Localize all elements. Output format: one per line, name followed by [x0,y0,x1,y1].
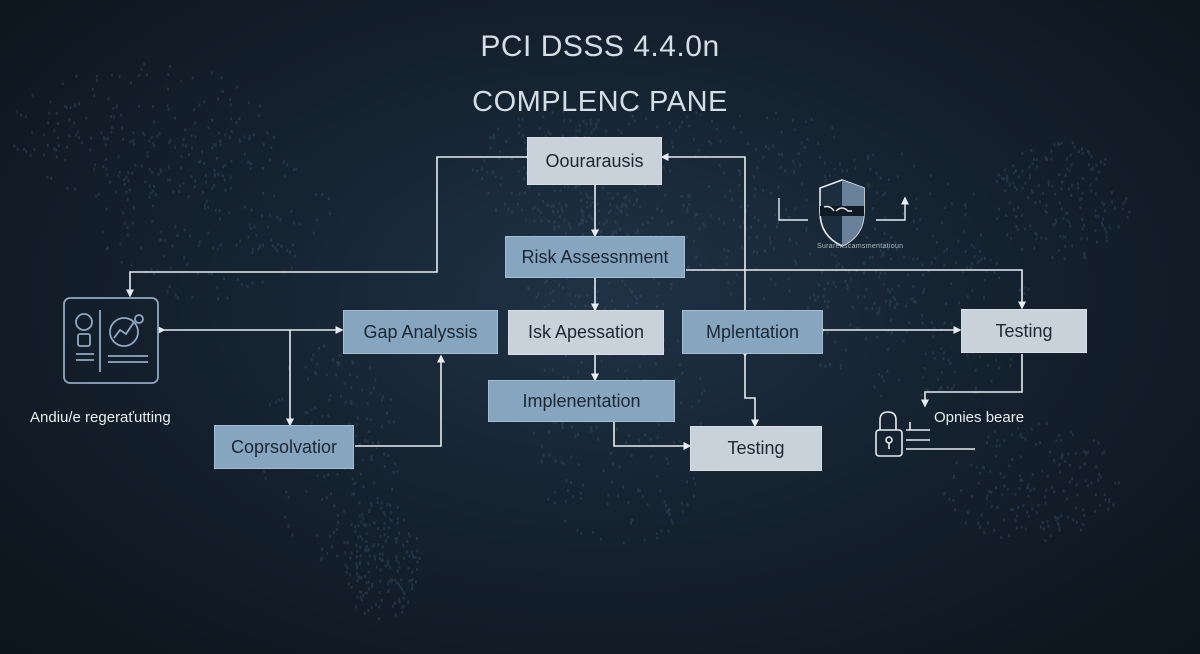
page-subtitle: COMPLENC PANE [472,86,728,118]
node-implementation[interactable]: Implenentation [488,380,675,422]
page-title: PCI DSSS 4.4.0n [480,30,720,63]
node-isk-apessation[interactable]: Isk Apessation [508,310,664,355]
shield-caption: Surarenscamsmentatioun [817,243,904,250]
node-mplentation[interactable]: Mplentation [682,310,823,354]
node-oourarausis[interactable]: Oourarausis [527,137,662,185]
connector-top-panel [126,153,533,298]
shield-bracket-right [876,196,909,221]
node-testing-bottom[interactable]: Testing [690,426,822,471]
connector-corpsolvation-gap [355,354,445,447]
left-caption: Andiu/e regeraťutting [30,409,171,426]
connector-mplentation-testing [741,349,759,428]
node-risk-assessment[interactable]: Risk Assessnment [505,236,685,278]
connector-testing-lock [921,354,1023,408]
node-gap-analysis[interactable]: Gap Analyssis [343,310,498,354]
shield-bracket-left [778,198,808,221]
right-caption: Opnies beare [934,409,1025,426]
node-corpsolvation[interactable]: Coprsolvatior [214,425,354,469]
node-testing-right[interactable]: Testing [961,309,1087,353]
connector-risk-testing-right [686,269,1026,310]
connector-mplentation-top [660,153,746,310]
connector-implementation-testing [613,422,692,450]
